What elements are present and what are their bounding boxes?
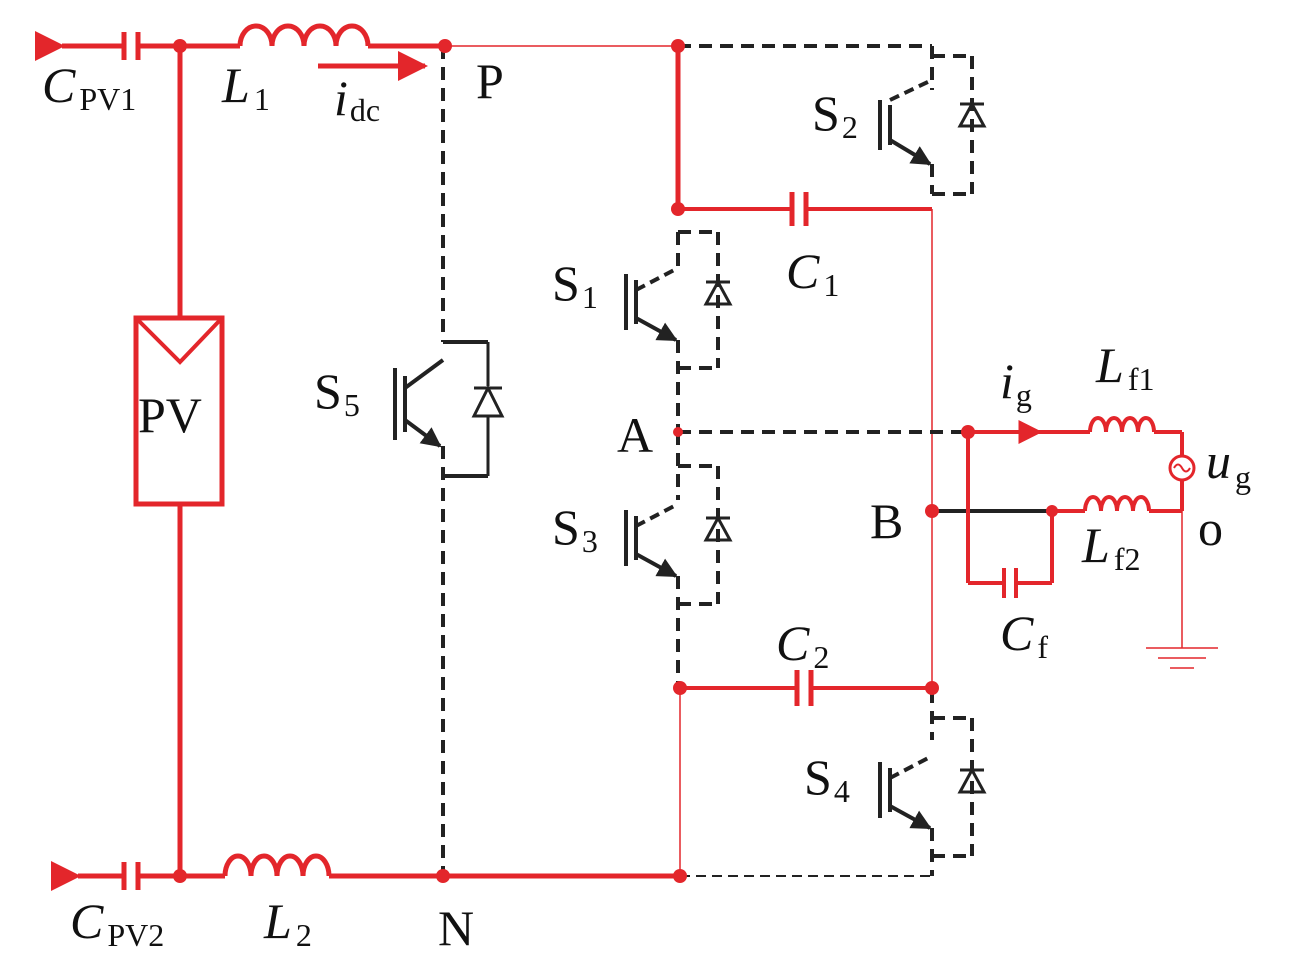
junction-dot: [961, 425, 975, 439]
label-b: B: [870, 493, 903, 549]
junction-dot: [925, 504, 939, 518]
label-pv: PV: [138, 387, 202, 443]
junction-dot: [438, 39, 452, 53]
junction-dot: [1046, 505, 1058, 517]
s3-switch: [624, 432, 733, 688]
l2-inductor: [222, 853, 680, 879]
ug-source: [1168, 454, 1196, 511]
cpv2-capacitor: [51, 861, 225, 891]
ground-symbol: [1146, 511, 1218, 669]
junction-dot: [671, 39, 685, 53]
label-idc: idc: [334, 70, 380, 128]
junction-dot: [173, 39, 187, 53]
s2-switch: [678, 44, 987, 196]
junction-dot: [673, 681, 687, 695]
label-s1: S1: [552, 255, 598, 315]
lf2-inductor: [1083, 495, 1182, 513]
junction-dots: [173, 39, 1058, 883]
label-o: o: [1198, 500, 1223, 556]
label-n: N: [438, 900, 474, 956]
junction-dot: [173, 869, 187, 883]
label-s4: S4: [804, 749, 850, 809]
s4-switch: [878, 690, 987, 876]
label-ig: ig: [1000, 353, 1032, 413]
label-s5: S5: [314, 363, 360, 423]
label-s2: S2: [812, 85, 858, 145]
l1-inductor: [237, 23, 445, 49]
pv-module: [133, 46, 225, 876]
c1-capacitor: [789, 192, 932, 226]
cf-capacitor: [966, 432, 1054, 598]
label-s3: S3: [552, 499, 598, 559]
lf1-inductor: [1088, 416, 1184, 456]
junction-dot: [436, 869, 450, 883]
c2-capacitor: [680, 670, 932, 706]
junction-dot: [673, 869, 687, 883]
p-to-c1-path: [675, 46, 790, 211]
s1-switch: [624, 230, 733, 432]
label-p: P: [476, 53, 504, 109]
junction-dot: [671, 202, 685, 216]
s5-switch: [393, 46, 505, 876]
cpv1-capacitor: [35, 31, 240, 61]
label-a: A: [617, 407, 653, 463]
junction-dot: [925, 681, 939, 695]
junction-dot: [673, 427, 683, 437]
